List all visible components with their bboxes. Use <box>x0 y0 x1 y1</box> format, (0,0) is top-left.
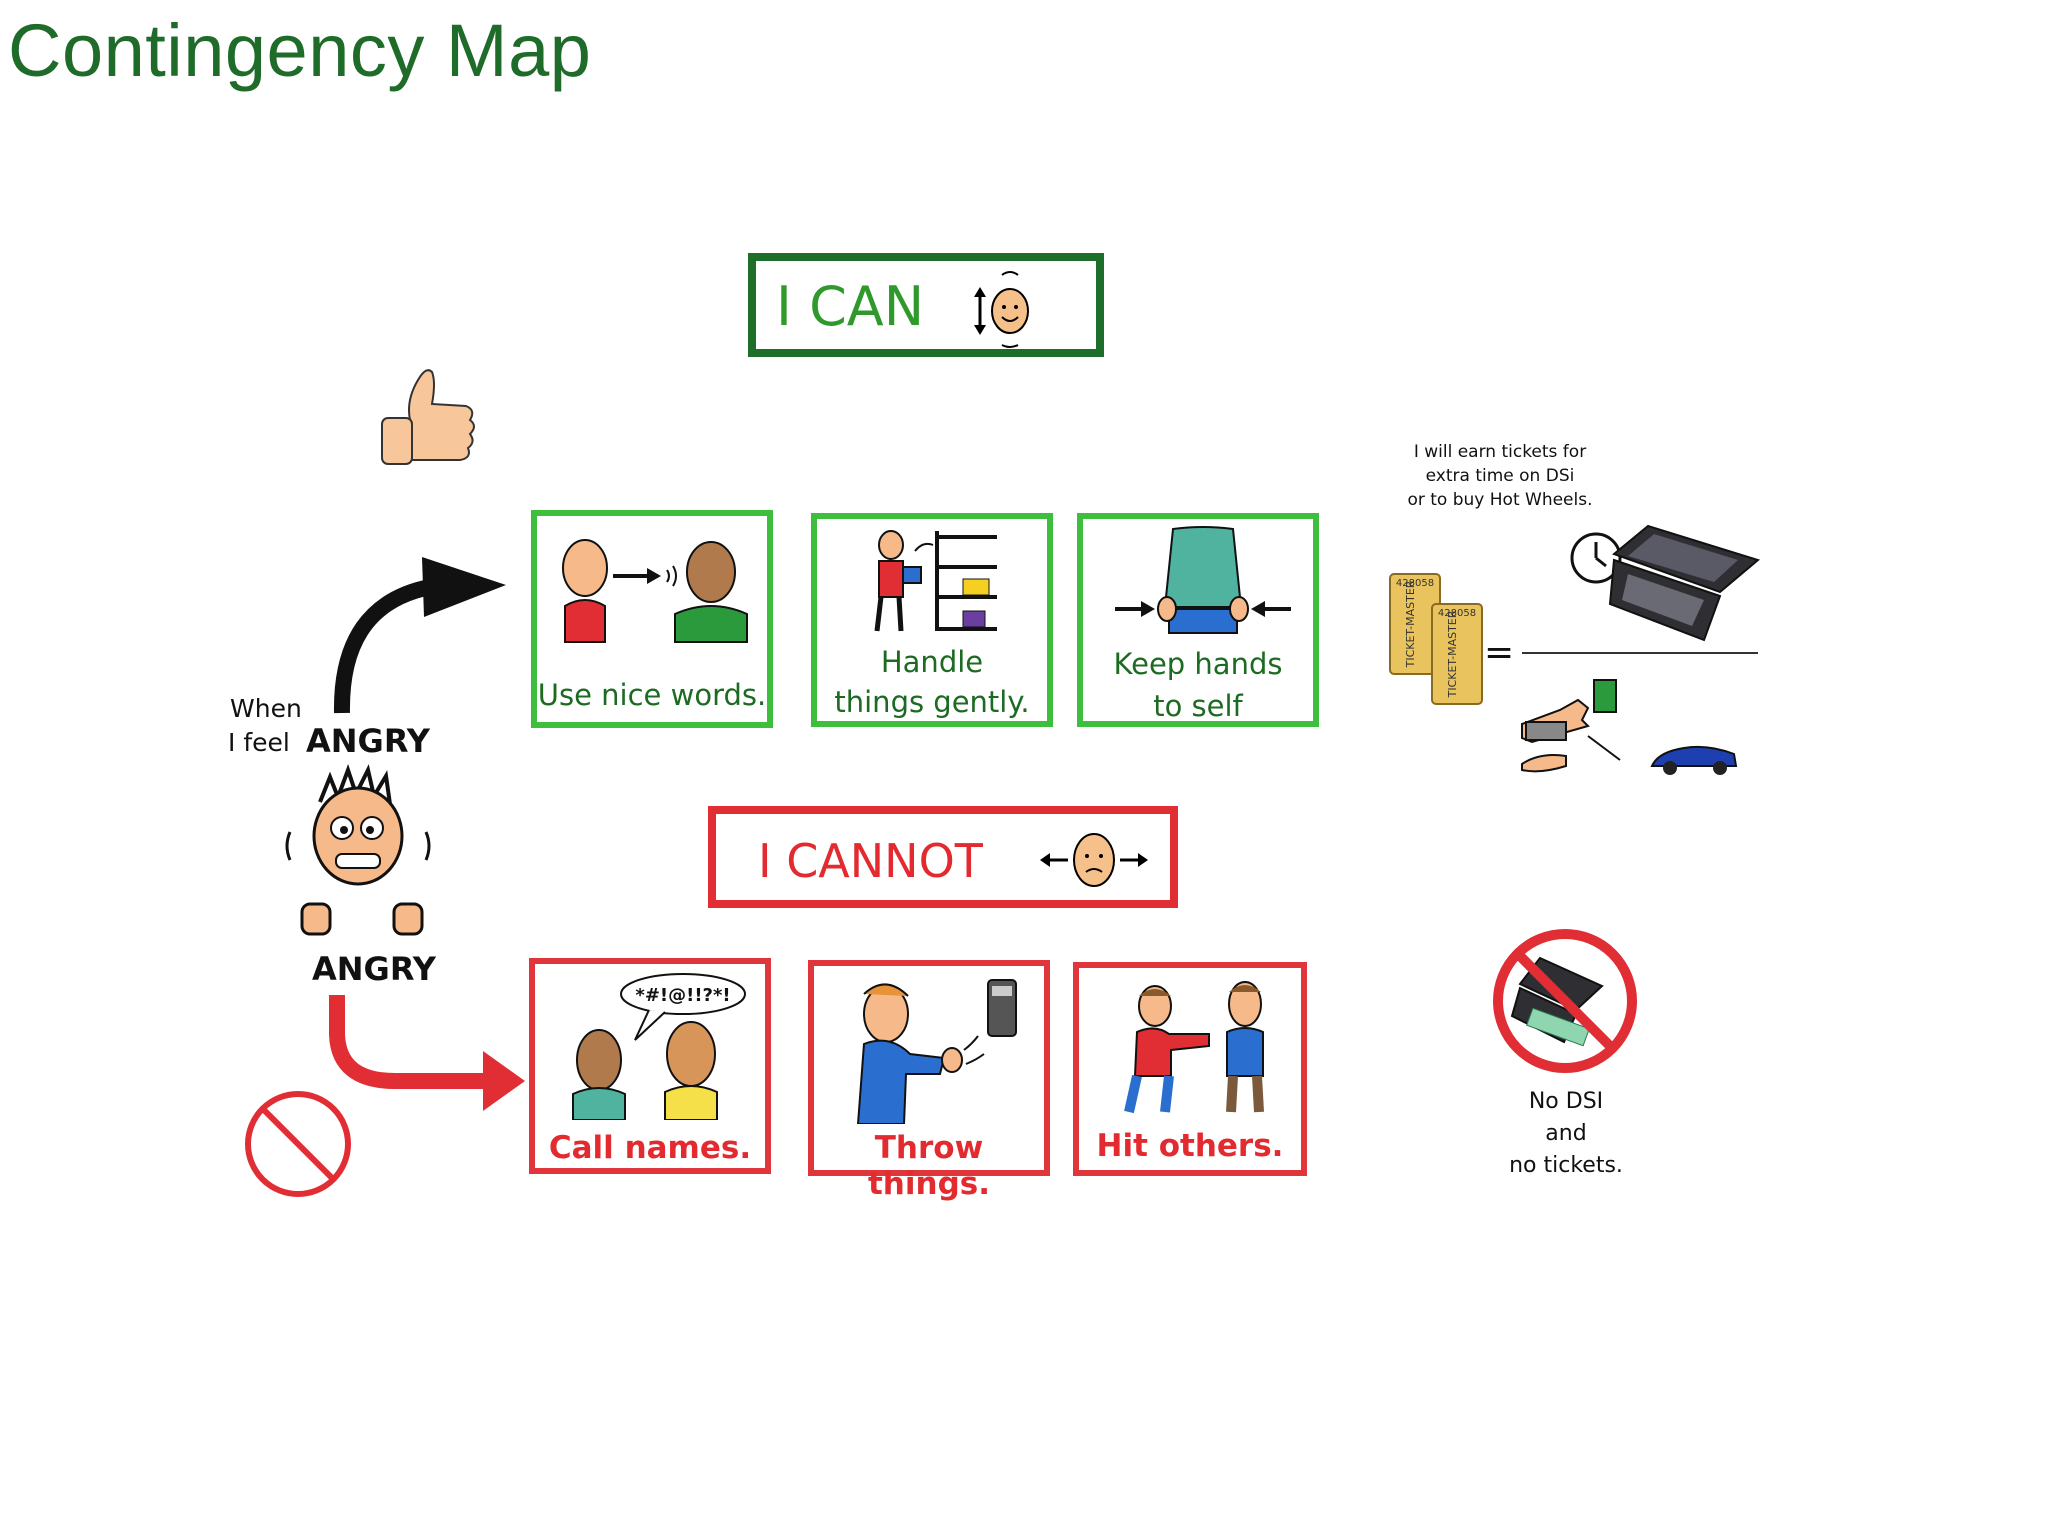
angry-label: ANGRY <box>312 950 436 988</box>
ticket-text-2: TICKET-MASTER <box>1446 610 1459 698</box>
can-card-handle-gently: Handle things gently. <box>811 513 1053 727</box>
can-arrow <box>333 557 506 714</box>
cannot-card-call-names: *#!@!!?*! Call names. <box>529 958 771 1174</box>
can-card-nice-words: Use nice words. <box>531 510 773 728</box>
buying-icon <box>1521 679 1621 773</box>
clock-icon <box>1570 532 1622 584</box>
reward-text-line2: extra time on DSi <box>1425 466 1575 486</box>
angry-boy-icon <box>285 763 431 936</box>
reward-text-line1: I will earn tickets for <box>1413 442 1587 462</box>
cannot-card-throw-things: Throw things. <box>808 960 1050 1202</box>
can-label-handle-line1: Handle <box>880 645 984 679</box>
tickets-icon: TICKET-MASTER TICKET-MASTER 428058 42805… <box>1389 573 1483 705</box>
consequence-line1: No DSI <box>1528 1089 1604 1114</box>
can-label-nice-words: Use nice words. <box>537 678 767 712</box>
hands-to-self-icon <box>1115 526 1291 634</box>
ticket-number-1: 428058 <box>1396 578 1434 589</box>
angry-word: ANGRY <box>306 722 430 760</box>
when-text: When <box>230 694 302 723</box>
speech-text: *#!@!!?*! <box>635 985 730 1006</box>
prohibited-icon <box>245 1091 351 1197</box>
face-left-right-icon <box>1040 833 1148 887</box>
reward-text-line3: or to buy Hot Wheels. <box>1407 490 1593 510</box>
shelf-placing-icon <box>874 530 997 632</box>
name-calling-icon: *#!@!!?*! <box>572 973 746 1120</box>
i-can-heading: I CAN <box>776 275 925 338</box>
can-label-hands-line1: Keep hands <box>1113 647 1283 681</box>
can-label-handle-line2: things gently. <box>834 685 1030 719</box>
equals-sign: = <box>1484 632 1515 673</box>
cannot-arrow <box>329 995 525 1111</box>
consequence-text: No DSI and no tickets. <box>1456 1086 1676 1182</box>
ticket-number-2: 428058 <box>1438 608 1476 619</box>
consequence-line2: and <box>1545 1121 1587 1146</box>
ticket-text-1: TICKET-MASTER <box>1404 580 1417 668</box>
hot-wheels-car-icon <box>1650 745 1738 775</box>
face-up-down-icon <box>974 271 1029 348</box>
can-card-hands-to-self: Keep hands to self <box>1077 513 1319 727</box>
hitting-icon <box>1124 981 1264 1114</box>
cannot-card-hit-others: Hit others. <box>1073 962 1307 1176</box>
throwing-icon <box>856 979 1017 1124</box>
thumbs-up-icon <box>381 369 475 465</box>
no-dsi-icon <box>1493 929 1637 1073</box>
i-cannot-header: I CANNOT <box>708 806 1178 908</box>
cannot-label-throw-things: Throw things. <box>867 1130 990 1202</box>
i-feel-text: I feel <box>228 728 290 757</box>
talking-people-icon <box>562 539 748 643</box>
cannot-label-call-names: Call names. <box>548 1130 752 1166</box>
cannot-label-hit-others: Hit others. <box>1096 1128 1284 1164</box>
page-title: Contingency Map <box>8 9 592 92</box>
i-cannot-heading: I CANNOT <box>758 834 983 888</box>
dsi-console-icon <box>1608 524 1760 642</box>
i-can-header: I CAN <box>748 253 1104 357</box>
fraction-line <box>1522 652 1758 654</box>
reward-text: I will earn tickets for extra time on DS… <box>1390 440 1610 512</box>
consequence-line3: no tickets. <box>1509 1153 1623 1178</box>
can-label-hands-line2: to self <box>1153 689 1243 723</box>
